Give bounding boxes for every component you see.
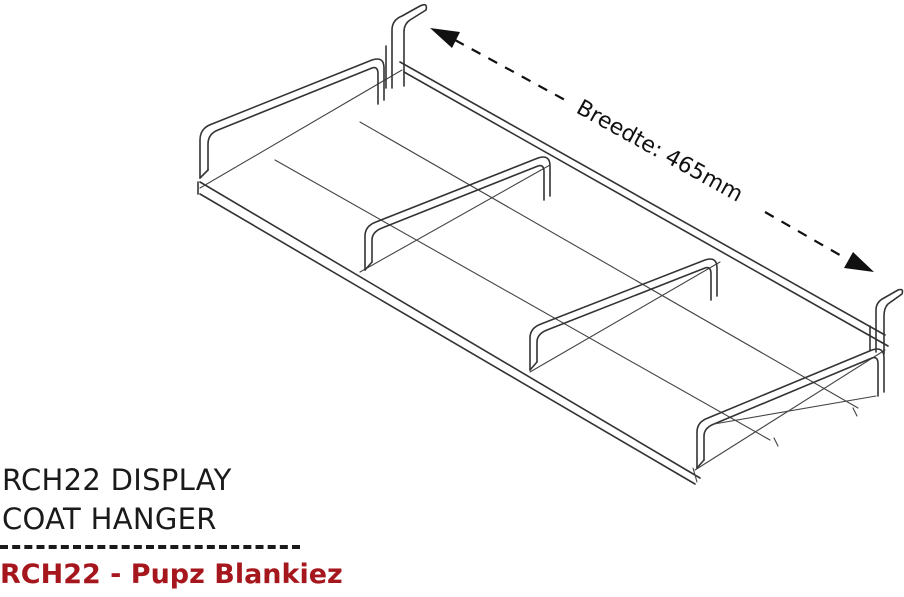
wall-hook-left	[385, 3, 428, 89]
product-name: RCH22 - Pupz Blankiez	[0, 559, 343, 590]
title-line-1: RCH22 DISPLAY	[2, 463, 232, 497]
divider-4	[696, 348, 885, 469]
arrowhead-left	[430, 28, 460, 48]
wall-hook-right	[869, 288, 904, 355]
arrowhead-right	[844, 252, 874, 272]
divider-2	[364, 156, 551, 271]
divider-3	[529, 258, 718, 371]
dimension-line-right	[764, 211, 846, 259]
width-dimension: Breedte: 465mm	[430, 28, 874, 272]
title-line-2: COAT HANGER	[2, 502, 217, 536]
hanger-frame	[197, 61, 889, 485]
divider-1	[199, 58, 385, 179]
dimension-line-left	[454, 39, 566, 101]
dimension-label: Breedte: 465mm	[572, 95, 747, 207]
dashed-divider	[0, 545, 300, 549]
